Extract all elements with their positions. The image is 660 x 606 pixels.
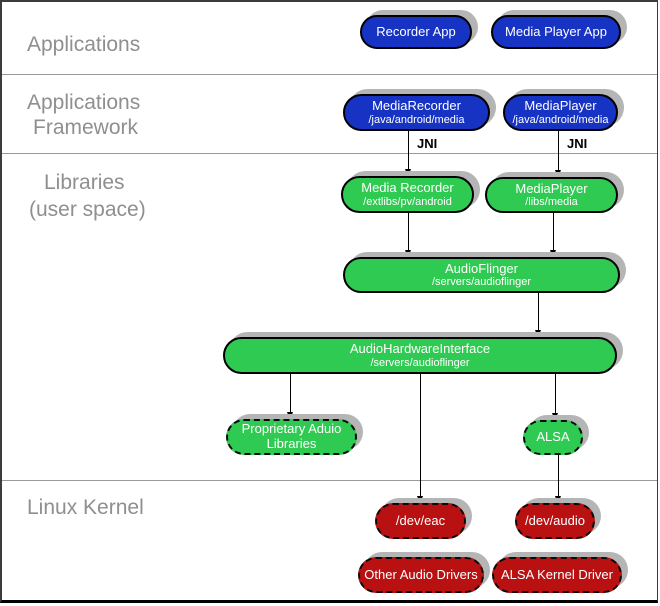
node-path: /libs/media	[525, 196, 578, 209]
node-title: MediaPlayer	[524, 98, 597, 114]
node-title: ALSA Kernel Driver	[501, 566, 613, 582]
node-path: /extlibs/pv/android	[363, 195, 452, 208]
node-title: Recorder App	[376, 23, 456, 39]
node-recorder-app: Recorder App	[360, 15, 472, 49]
arrow-ahi-to-proprietary	[287, 374, 293, 420]
layer-label-linux-kernel: Linux Kernel	[27, 496, 144, 519]
arrow-audioflinger-to-ahi	[535, 293, 541, 338]
node-path: /servers/audioflinger	[370, 356, 470, 369]
layer-label-libraries-line1: Libraries	[44, 171, 125, 194]
node-path: /servers/audioflinger	[431, 276, 532, 289]
node-title: MediaPlayer	[515, 180, 588, 196]
node-title: Media Player App	[505, 23, 607, 39]
jni-label-left: JNI	[417, 136, 438, 151]
jni-label-right: JNI	[567, 136, 588, 151]
layer-divider-framework	[2, 153, 657, 154]
node-media-player-app: Media Player App	[491, 15, 621, 49]
node-title: Proprietary Aduio	[241, 421, 342, 437]
layer-label-framework-line2: Framework	[33, 116, 139, 139]
node-title: MediaRecorder	[372, 98, 461, 114]
node-mediarecorder-framework: MediaRecorder /java/android/media	[343, 94, 490, 131]
arrow-lib-recorder-to-audioflinger	[405, 213, 411, 258]
node-audiohardwareinterface: AudioHardwareInterface /servers/audiofli…	[223, 337, 617, 374]
arrow-ahi-to-alsa	[552, 374, 558, 421]
node-title: ALSA	[536, 429, 570, 445]
node-dev-eac: /dev/eac	[375, 503, 466, 539]
layer-label-applications: Applications	[27, 33, 141, 56]
arrow-lib-player-to-audioflinger	[550, 213, 556, 258]
node-mediaplayer-lib: MediaPlayer /libs/media	[485, 177, 618, 213]
node-media-recorder-lib: Media Recorder /extlibs/pv/android	[341, 176, 474, 213]
arrow-ahi-to-dev-eac	[417, 374, 423, 504]
node-alsa: ALSA	[523, 420, 583, 455]
layer-divider-kernel	[2, 480, 657, 481]
node-path: /java/android/media	[512, 113, 609, 126]
node-mediaplayer-framework: MediaPlayer /java/android/media	[503, 94, 618, 131]
node-proprietary-audio-libraries: Proprietary Aduio Libraries	[226, 419, 357, 455]
node-path: /java/android/media	[368, 113, 465, 126]
node-alsa-kernel-driver: ALSA Kernel Driver	[492, 557, 622, 593]
node-title-line2: Libraries	[266, 436, 317, 451]
node-other-audio-drivers: Other Audio Drivers	[358, 557, 484, 593]
node-title: Other Audio Drivers	[364, 566, 478, 582]
node-title: AudioHardwareInterface	[349, 341, 491, 357]
node-title: /dev/audio	[525, 512, 585, 528]
node-title: /dev/eac	[395, 512, 446, 528]
arrow-alsa-to-dev-audio	[555, 455, 561, 504]
arrow-mediarecorder-to-lib	[405, 131, 411, 177]
node-title: AudioFlinger	[445, 260, 518, 276]
layer-label-framework-line1: Applications	[27, 91, 141, 114]
layer-label-libraries-line2: (user space)	[29, 198, 146, 221]
arrow-mediaplayer-to-lib	[555, 131, 561, 178]
node-audioflinger: AudioFlinger /servers/audioflinger	[343, 257, 620, 293]
layer-divider-applications	[2, 74, 657, 75]
node-dev-audio: /dev/audio	[515, 503, 595, 539]
node-title: Media Recorder	[361, 180, 454, 196]
